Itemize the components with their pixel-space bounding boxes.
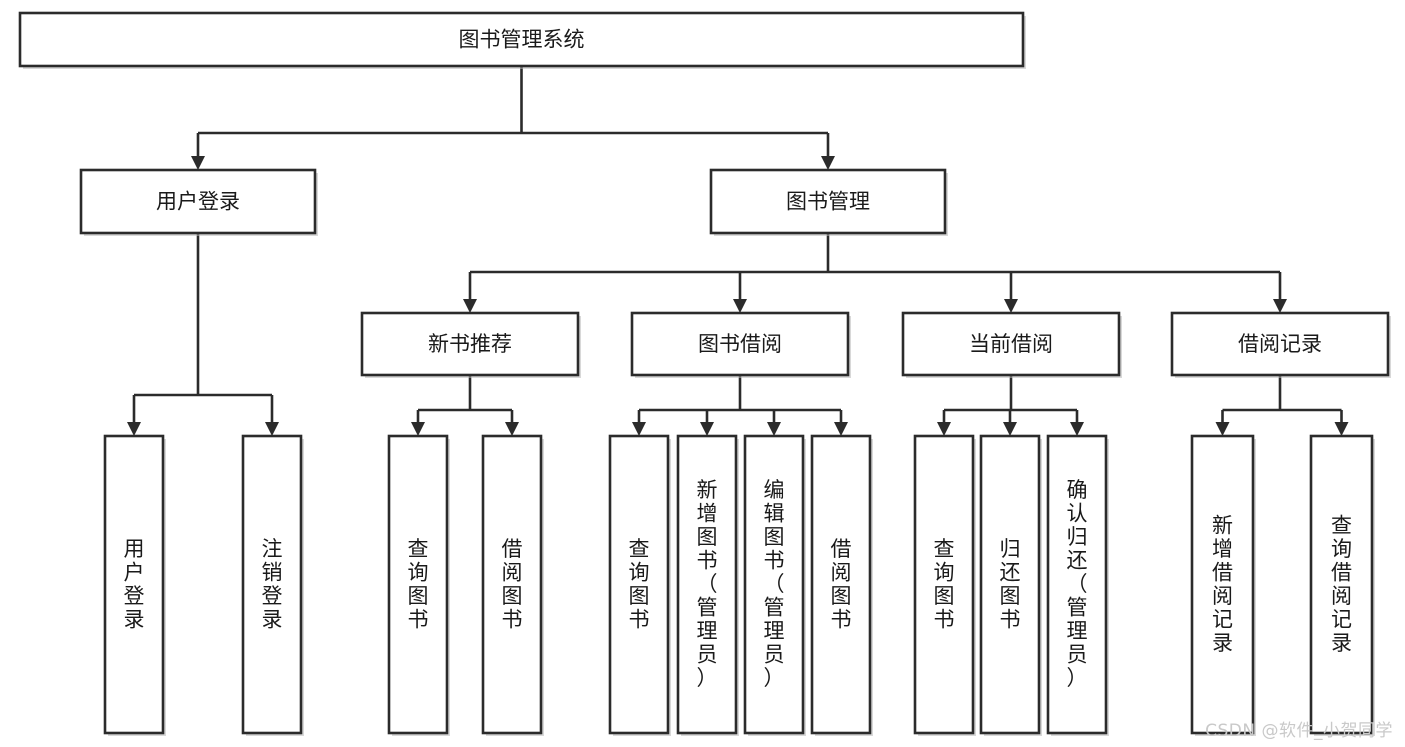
- node-box[interactable]: [979, 434, 1041, 735]
- node-box[interactable]: [79, 168, 317, 235]
- node-leaf-edit-book[interactable]: 编辑图书（管理员）: [743, 434, 806, 736]
- node-box[interactable]: [360, 311, 580, 377]
- node-box[interactable]: [241, 434, 303, 735]
- connector-layer: [127, 66, 1349, 436]
- node-box[interactable]: [18, 11, 1025, 68]
- arrow-head-icon: [411, 422, 425, 436]
- node-label: 查询图书: [629, 537, 650, 632]
- node-book-borrow[interactable]: 图书借阅: [630, 311, 851, 378]
- arrow-head-icon: [733, 299, 747, 313]
- node-leaf-query-book-3[interactable]: 查询图书: [913, 434, 976, 736]
- arrow-head-icon: [265, 422, 279, 436]
- node-box[interactable]: [608, 434, 670, 735]
- node-box[interactable]: [630, 311, 850, 377]
- arrow-head-icon: [127, 422, 141, 436]
- node-box[interactable]: [1309, 434, 1374, 735]
- node-leaf-add-record[interactable]: 新增借阅记录: [1190, 434, 1256, 736]
- node-leaf-query-record[interactable]: 查询借阅记录: [1309, 434, 1375, 736]
- node-box[interactable]: [103, 434, 165, 735]
- node-borrow-record[interactable]: 借阅记录: [1170, 311, 1391, 378]
- node-label: 图书借阅: [698, 332, 782, 356]
- node-label: 当前借阅: [969, 332, 1053, 356]
- node-box[interactable]: [709, 168, 947, 235]
- node-box[interactable]: [481, 434, 543, 735]
- arrow-head-icon: [1273, 299, 1287, 313]
- arrow-head-icon: [821, 156, 835, 170]
- node-leaf-borrow-book-1[interactable]: 借阅图书: [481, 434, 544, 736]
- arrow-head-icon: [834, 422, 848, 436]
- node-current-borrow[interactable]: 当前借阅: [901, 311, 1122, 378]
- node-box[interactable]: [913, 434, 975, 735]
- node-label: 图书管理系统: [459, 28, 585, 52]
- node-box[interactable]: [810, 434, 872, 735]
- node-leaf-confirm-return[interactable]: 确认归还（管理员）: [1046, 434, 1109, 736]
- node-label: 查询图书: [408, 537, 429, 632]
- node-box[interactable]: [743, 434, 805, 735]
- node-leaf-add-book[interactable]: 新增图书（管理员）: [676, 434, 739, 736]
- node-leaf-query-book-1[interactable]: 查询图书: [387, 434, 450, 736]
- node-label: 新增借阅记录: [1212, 513, 1233, 655]
- node-label: 借阅记录: [1238, 332, 1322, 356]
- node-label: 查询图书: [934, 537, 955, 632]
- arrow-head-icon: [937, 422, 951, 436]
- arrow-head-icon: [463, 299, 477, 313]
- node-box[interactable]: [676, 434, 738, 735]
- node-layer: 图书管理系统用户登录图书管理新书推荐图书借阅当前借阅借阅记录用户登录注销登录查询…: [18, 11, 1391, 736]
- node-label: 借阅图书: [502, 537, 523, 632]
- node-new-book-recommend[interactable]: 新书推荐: [360, 311, 581, 378]
- node-label: 借阅图书: [831, 537, 852, 632]
- node-label: 注销登录: [262, 537, 283, 632]
- node-label: 查询借阅记录: [1331, 513, 1352, 655]
- node-leaf-user-login[interactable]: 用户登录: [103, 434, 166, 736]
- arrow-head-icon: [1334, 422, 1349, 436]
- arrow-head-icon: [632, 422, 646, 436]
- node-label: 图书管理: [786, 190, 870, 214]
- node-book-manage[interactable]: 图书管理: [709, 168, 948, 236]
- node-label: 归还图书: [1000, 537, 1021, 632]
- node-leaf-query-book-2[interactable]: 查询图书: [608, 434, 671, 736]
- node-label: 用户登录: [156, 190, 240, 214]
- node-box[interactable]: [387, 434, 449, 735]
- node-user-login[interactable]: 用户登录: [79, 168, 318, 236]
- node-leaf-borrow-book-2[interactable]: 借阅图书: [810, 434, 873, 736]
- node-box[interactable]: [901, 311, 1121, 377]
- node-box[interactable]: [1190, 434, 1255, 735]
- arrow-head-icon: [700, 422, 714, 436]
- node-box[interactable]: [1046, 434, 1108, 735]
- node-label: 编辑图书（管理员）: [764, 478, 785, 690]
- node-box[interactable]: [1170, 311, 1390, 377]
- node-label: 确认归还（管理员）: [1067, 478, 1088, 690]
- arrow-head-icon: [1215, 422, 1230, 436]
- arrow-head-icon: [767, 422, 781, 436]
- node-label: 新书推荐: [428, 332, 512, 356]
- arrow-head-icon: [191, 156, 205, 170]
- node-label: 用户登录: [124, 537, 145, 632]
- node-root-root[interactable]: 图书管理系统: [18, 11, 1026, 69]
- arrow-head-icon: [1004, 299, 1018, 313]
- node-leaf-return-book[interactable]: 归还图书: [979, 434, 1042, 736]
- node-leaf-logout[interactable]: 注销登录: [241, 434, 304, 736]
- csdn-watermark: CSDN @软件_小贺同学: [1205, 721, 1393, 741]
- arrow-head-icon: [505, 422, 519, 436]
- node-label: 新增图书（管理员）: [697, 478, 718, 690]
- arrow-head-icon: [1003, 422, 1017, 436]
- arrow-head-icon: [1070, 422, 1084, 436]
